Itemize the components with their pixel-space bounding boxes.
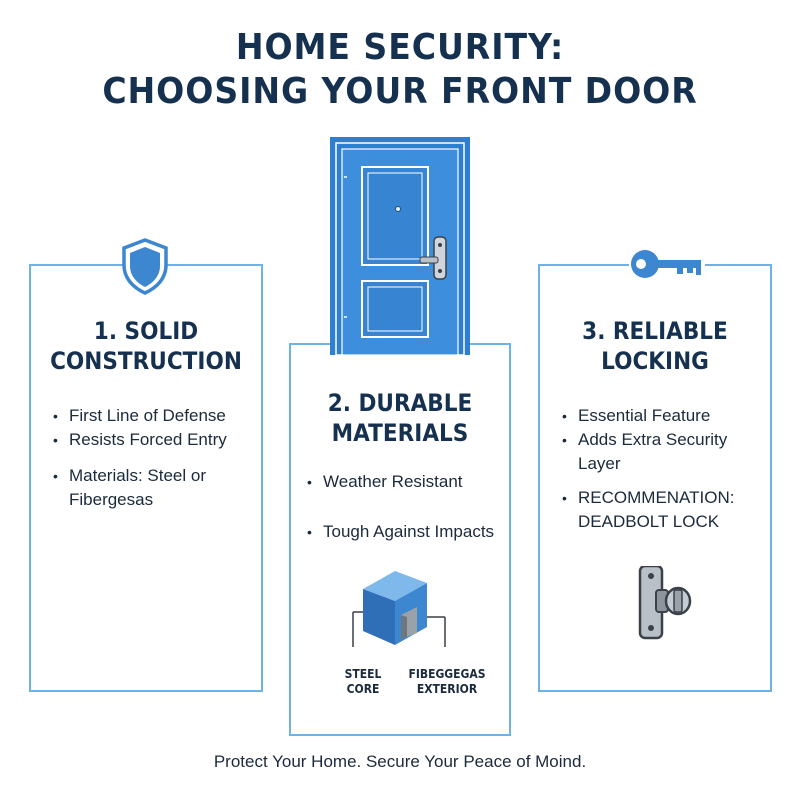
title-line-2: CHOOSING YOUR FRONT DOOR <box>102 71 698 112</box>
heading-line-2: LOCKING <box>601 347 709 375</box>
list-item: Resists Forced Entry <box>49 428 245 452</box>
fiberglass-exterior-label: FIBEGGEGAS EXTERIOR <box>404 667 490 697</box>
durable-materials-card: 2. DURABLE MATERIALS Weather Resistant T… <box>289 343 511 736</box>
title-line-1: HOME SECURITY: <box>235 27 565 68</box>
heading-line-1: 3. RELIABLE <box>582 317 728 345</box>
steel-core-label: STEEL CORE <box>336 667 390 697</box>
heading-line-1: 2. DURABLE <box>327 389 473 417</box>
reliable-locking-card: 3. RELIABLE LOCKING Essential Feature Ad… <box>538 264 772 692</box>
list-item: Weather Resistant <box>303 470 497 494</box>
label-line-1: FIBEGGEGAS <box>408 667 486 681</box>
durable-materials-heading: 2. DURABLE MATERIALS <box>302 388 498 448</box>
list-item: Essential Feature <box>558 404 756 428</box>
shield-icon <box>119 237 171 300</box>
reliable-locking-list: Essential Feature Adds Extra Security La… <box>558 404 756 534</box>
solid-construction-card: 1. SOLID CONSTRUCTION First Line of Defe… <box>29 264 263 692</box>
label-line-2: CORE <box>346 682 380 696</box>
solid-construction-heading: 1. SOLID CONSTRUCTION <box>43 316 250 376</box>
deadbolt-lock-icon <box>636 564 696 645</box>
label-line-2: EXTERIOR <box>416 682 478 696</box>
page-title: HOME SECURITY: CHOOSING YOUR FRONT DOOR <box>32 26 768 114</box>
heading-line-2: MATERIALS <box>331 419 469 447</box>
reliable-locking-heading: 3. RELIABLE LOCKING <box>552 316 759 376</box>
list-item: Tough Against Impacts <box>303 520 497 544</box>
footer-tagline: Protect Your Home. Secure Your Peace of … <box>213 752 587 771</box>
list-item: RECOMMENATION: DEADBOLT LOCK <box>558 486 756 534</box>
list-item: First Line of Defense <box>49 404 245 428</box>
heading-line-1: 1. SOLID <box>93 317 199 345</box>
list-item: Materials: Steel or Fibergesas <box>49 464 245 512</box>
key-icon <box>629 246 705 287</box>
heading-line-2: CONSTRUCTION <box>50 347 242 375</box>
solid-construction-list: First Line of Defense Resists Forced Ent… <box>49 404 245 512</box>
list-item: Adds Extra Security Layer <box>558 428 756 476</box>
door-cross-section-diagram <box>341 567 451 672</box>
front-door-illustration <box>330 137 470 360</box>
label-line-1: STEEL <box>344 667 382 681</box>
durable-materials-list: Weather Resistant Tough Against Impacts <box>303 470 497 544</box>
